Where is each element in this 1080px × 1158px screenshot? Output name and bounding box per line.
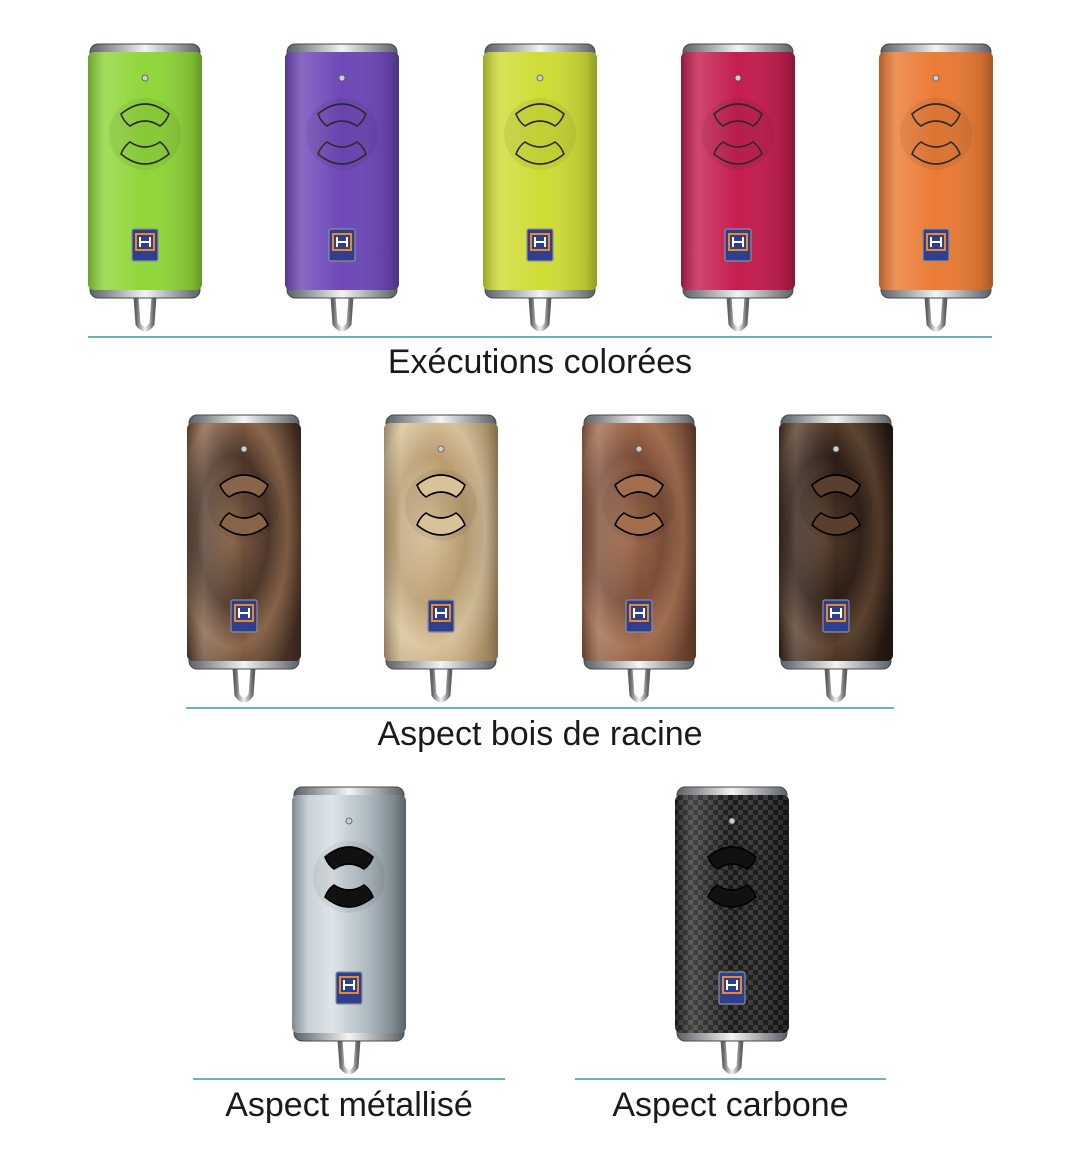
remote-illustration [88,43,202,332]
remote-illustration [675,786,789,1075]
remote-illustration [879,43,993,332]
section-divider [186,707,894,709]
remote-control-raspberry [679,42,797,332]
remote-control-purple [283,42,401,332]
section-caption-carbon: Aspect carbone [612,1086,849,1124]
section-caption-wood: Aspect bois de racine [377,715,703,753]
remote-control-carbon [673,785,791,1075]
remote-illustration [187,414,301,703]
remote-illustration [483,43,597,332]
remote-illustration [292,786,406,1075]
remote-control-brushed-steel [290,785,408,1075]
remote-control-green [86,42,204,332]
section-divider [88,336,992,338]
section-caption-metallic: Aspect métallisé [225,1086,473,1124]
remote-control-orange [877,42,995,332]
remote-illustration [582,414,696,703]
section-caption-colored: Exécutions colorées [387,343,693,381]
remote-control-light-burl [382,413,500,703]
remote-control-lime [481,42,599,332]
remote-control-dark-burl [185,413,303,703]
remote-control-red-burl [580,413,698,703]
remote-illustration [285,43,399,332]
remote-illustration [779,414,893,703]
section-divider [575,1078,886,1080]
section-divider [193,1078,505,1080]
remote-illustration [681,43,795,332]
remote-illustration [384,414,498,703]
remote-control-black-burl [777,413,895,703]
